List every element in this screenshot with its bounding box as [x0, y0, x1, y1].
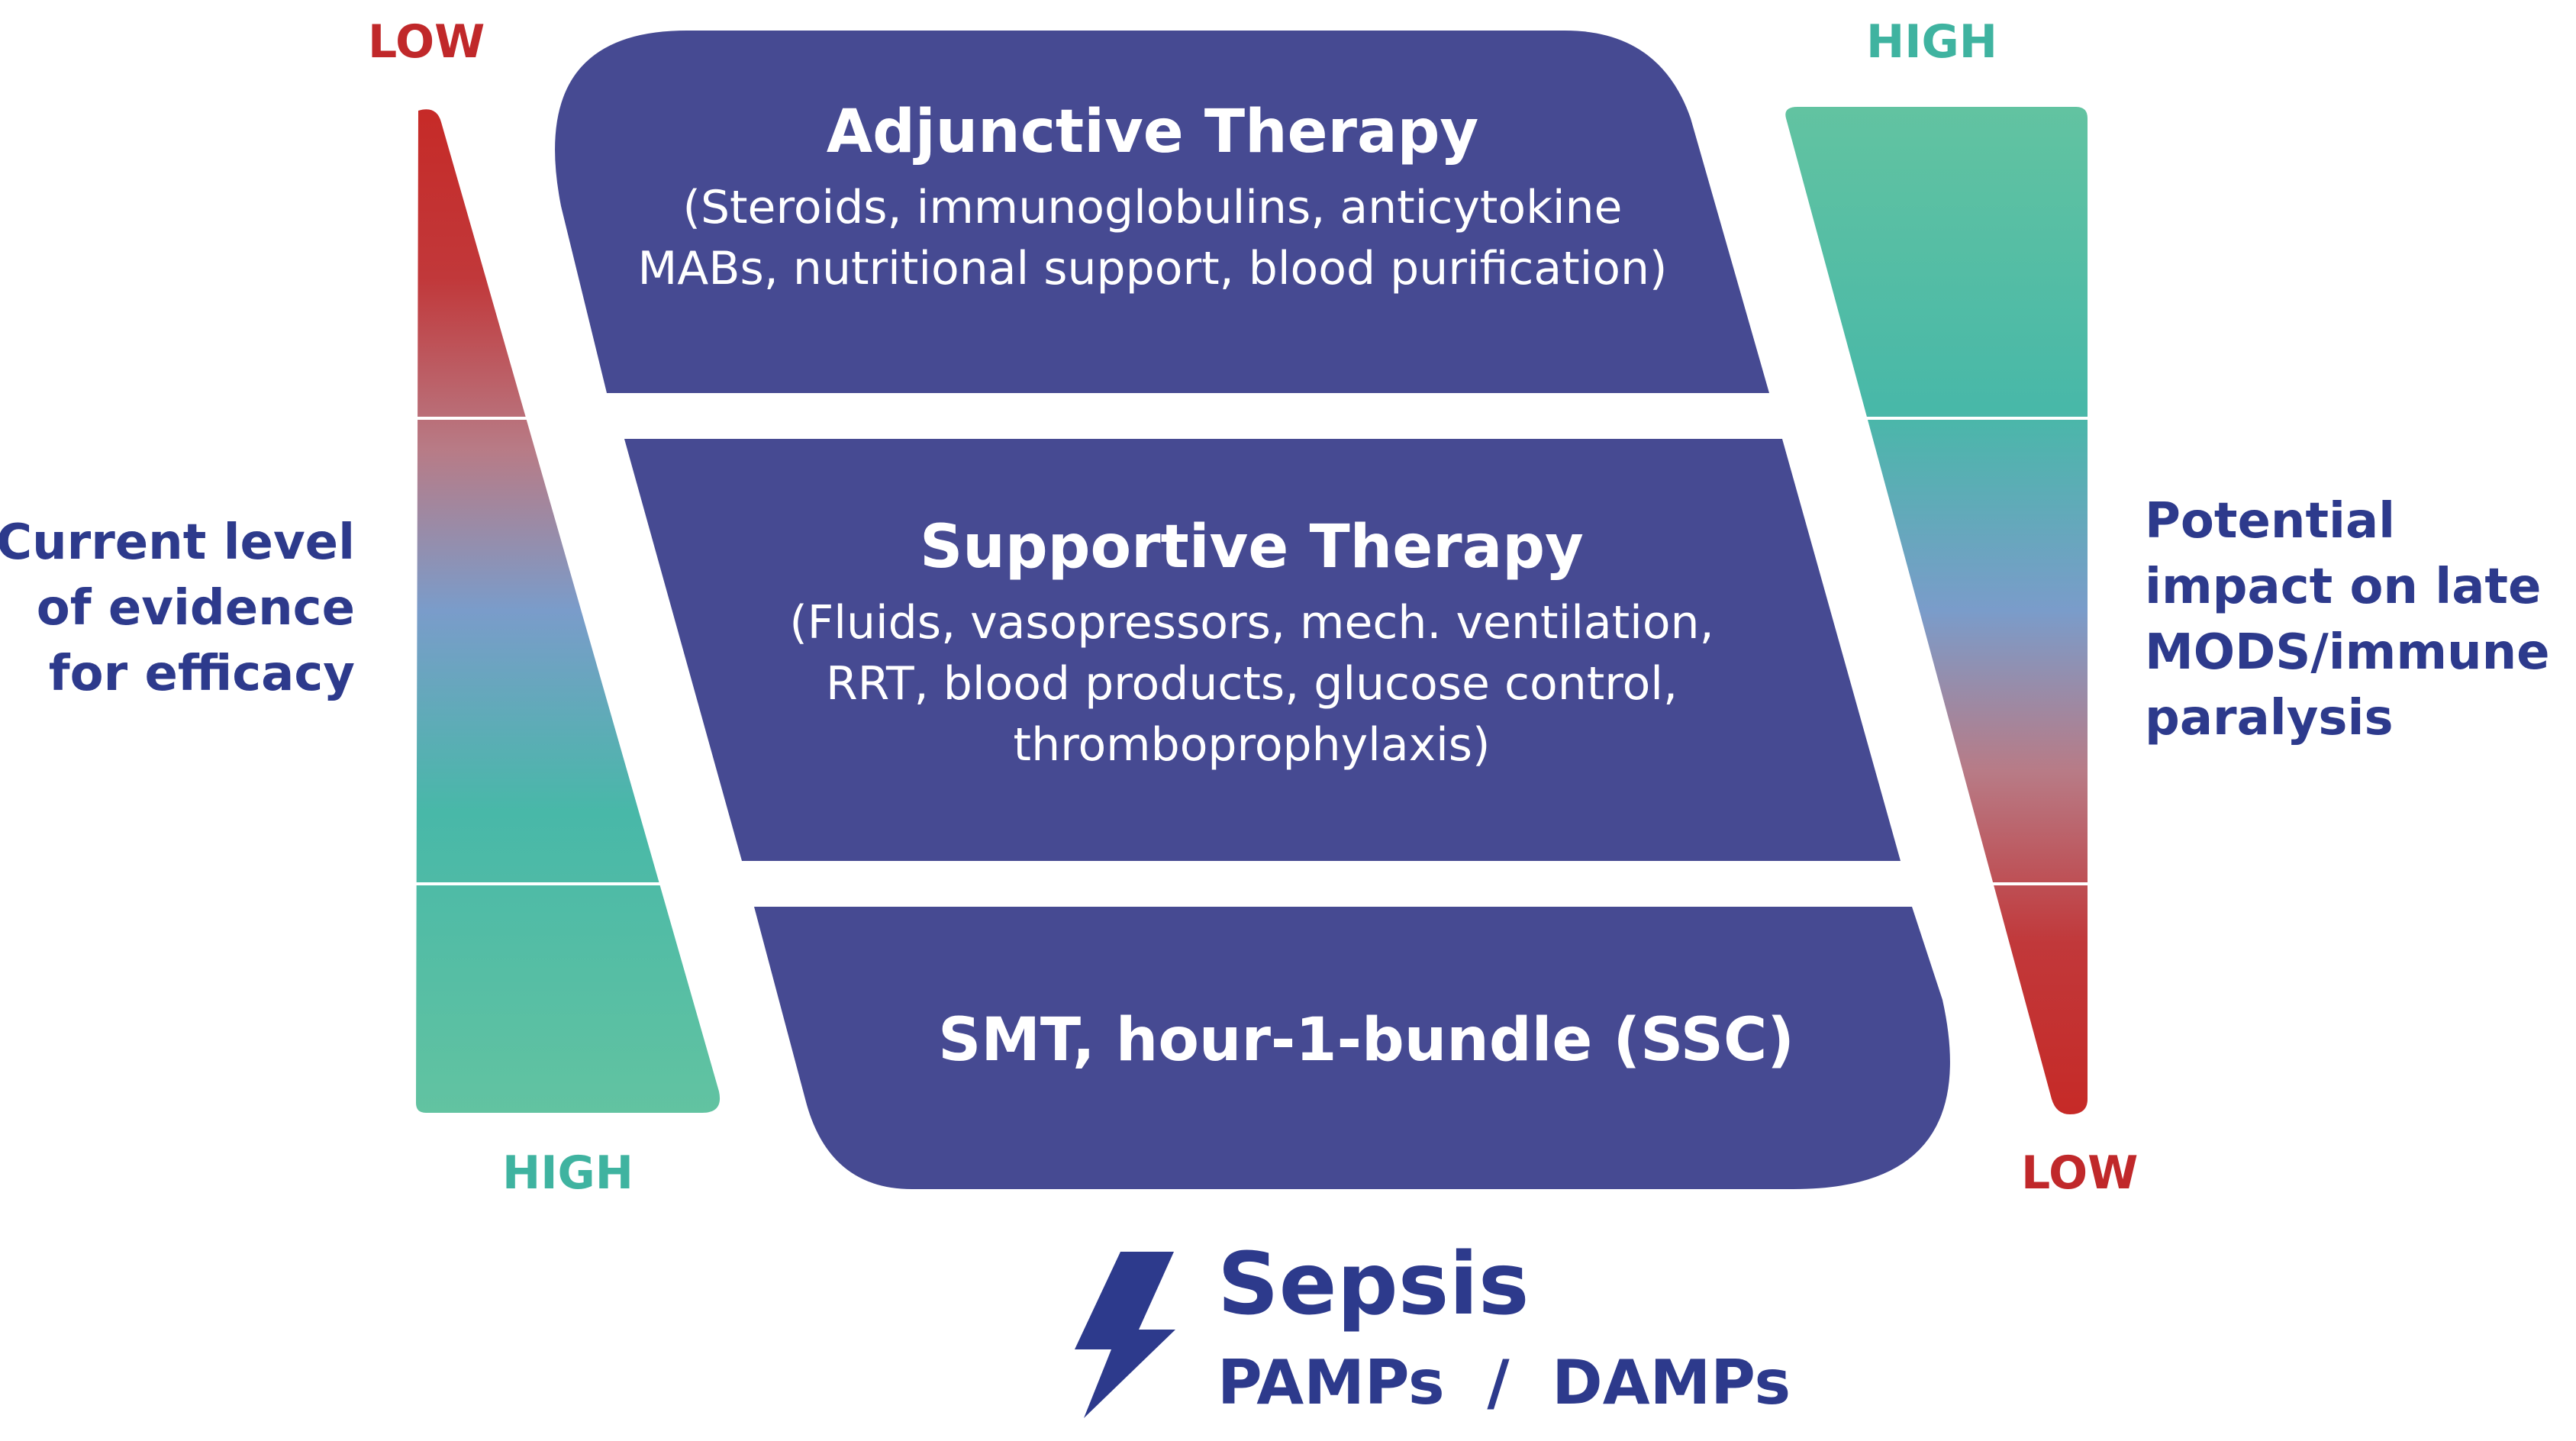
sepsis-subtitle: PAMPs / DAMPs [1217, 1347, 1791, 1418]
tier-smt: SMT, hour-1-bundle (SSC) [824, 1006, 1908, 1075]
left-caption-line: of evidence [36, 580, 355, 637]
tier-detail-line: RRT, blood products, glucose control, [825, 657, 1678, 711]
tier-adjunctive: Adjunctive Therapy (Steroids, immunoglob… [611, 98, 1694, 299]
tier-title: Adjunctive Therapy [826, 98, 1479, 166]
right-caption-line: impact on late [2145, 559, 2542, 615]
tier-detail-line: (Fluids, vasopressors, mech. ventilation… [789, 596, 1714, 650]
tier-title: SMT, hour-1-bundle (SSC) [938, 1006, 1794, 1075]
tier-smt-shape [754, 907, 1950, 1189]
left-scale-caption: Current level of evidence for efficacy [0, 510, 355, 707]
right-impact-wedge [1785, 107, 2088, 1114]
left-scale-top-label: LOW [368, 15, 485, 69]
right-caption-line: paralysis [2145, 690, 2394, 746]
right-scale-top-label: HIGH [1866, 15, 1998, 69]
tier-adjunctive-shape [555, 31, 1769, 393]
tier-detail-line: MABs, nutritional support, blood purific… [637, 242, 1668, 295]
right-caption-line: MODS/immune [2145, 624, 2550, 681]
left-evidence-wedge [416, 109, 721, 1114]
tier-detail-line: (Steroids, immunoglobulins, anticytokine [682, 181, 1623, 234]
right-scale-caption: Potential impact on late MODS/immune par… [2145, 488, 2550, 751]
left-caption-line: Current level [0, 514, 355, 571]
tier-title: Supportive Therapy [920, 513, 1584, 582]
sepsis-title: Sepsis [1217, 1235, 1530, 1334]
tier-supportive: Supportive Therapy (Fluids, vasopressors… [710, 513, 1794, 775]
left-scale-bottom-label: HIGH [502, 1146, 634, 1200]
tier-supportive-shape [624, 439, 1901, 861]
lightning-bolt-icon [1075, 1252, 1175, 1418]
right-caption-line: Potential [2145, 493, 2396, 550]
right-scale-bottom-label: LOW [2021, 1146, 2139, 1200]
left-caption-line: for efficacy [48, 646, 355, 702]
tier-detail-line: thromboprophylaxis) [1013, 718, 1491, 772]
